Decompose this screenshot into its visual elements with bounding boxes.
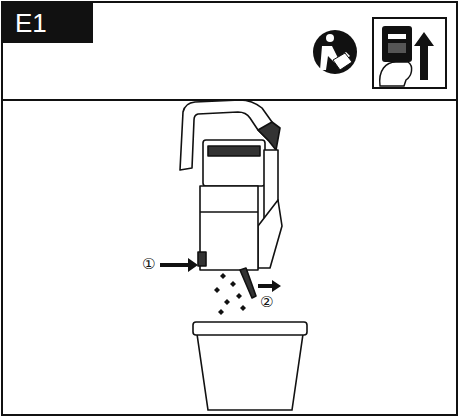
dust-particles [214, 273, 246, 315]
trash-bin [193, 322, 307, 410]
read-manual-icon [313, 30, 357, 74]
step-label: E1 [3, 8, 47, 39]
step-badge: E1 [3, 3, 93, 43]
callout-arrows [160, 258, 281, 292]
vacuum-body [180, 100, 282, 298]
callout-number: ① [141, 256, 156, 271]
battery-removal-icon [373, 18, 446, 88]
callout-number: ② [259, 294, 274, 309]
